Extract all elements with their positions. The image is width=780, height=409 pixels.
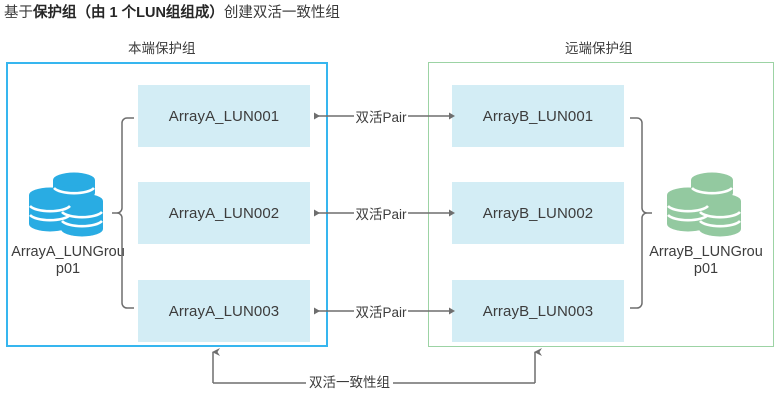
page-title: 基于保护组（由 1 个LUN组组成）创建双活一致性组 [4,4,340,22]
remote-lun-group: ArrayB_LUNGroup01 [648,168,764,278]
consistency-group-label: 双活一致性组 [306,375,393,391]
local-lun-box[interactable]: ArrayA_LUN001 [138,85,310,147]
local-lun-box[interactable]: ArrayA_LUN002 [138,182,310,244]
remote-group-caption: 远端保护组 [565,41,633,56]
local-lun-box[interactable]: ArrayA_LUN003 [138,280,310,342]
remote-lun-box[interactable]: ArrayB_LUN002 [452,182,624,244]
page-title-suffix: 创建双活一致性组 [223,5,340,21]
pair-label-row1: 双活Pair [310,85,452,147]
page-title-prefix: 基于 [4,5,33,21]
pair-label-row3: 双活Pair [310,280,452,342]
pair-label-row2: 双活Pair [310,182,452,244]
remote-lun-box[interactable]: ArrayB_LUN001 [452,85,624,147]
local-lun-group-label: ArrayA_LUNGroup01 [11,244,125,277]
local-lun-group: ArrayA_LUNGroup01 [10,168,126,278]
pair-label: 双活Pair [354,106,408,126]
pair-label: 双活Pair [354,301,408,321]
database-stack-icon [667,172,741,237]
database-stack-icon [29,172,103,237]
page-title-emphasis: 保护组（由 1 个LUN组组成） [33,5,224,21]
remote-lun-box[interactable]: ArrayB_LUN003 [452,280,624,342]
local-group-caption: 本端保护组 [128,41,196,56]
pair-label: 双活Pair [354,203,408,223]
remote-lun-group-label: ArrayB_LUNGroup01 [649,244,763,277]
